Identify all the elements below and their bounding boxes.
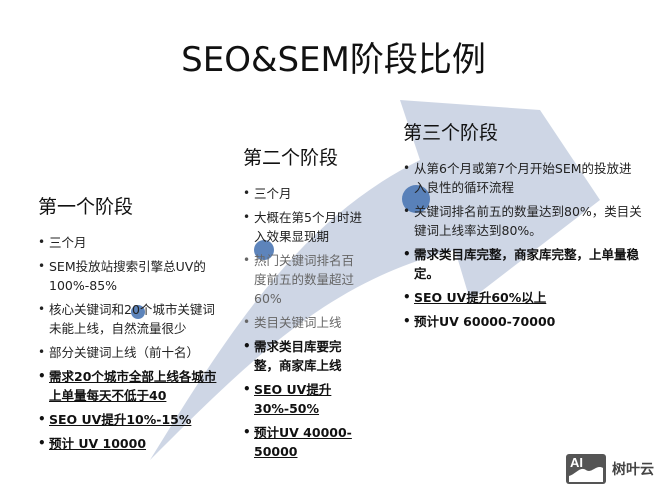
ai-mountain-icon: AI — [566, 454, 606, 484]
stage-2-item: 类目关键词上线 — [243, 313, 363, 332]
stage-2-item: 需求类目库要完整，商家库上线 — [243, 337, 363, 375]
stage-2-item: 三个月 — [243, 184, 363, 203]
stage-2-heading: 第二个阶段 — [243, 147, 339, 169]
stage-3-block: 第三个阶段 从第6个月或第7个月开始SEM的投放进入良性的循环流程 关键词排名前… — [403, 118, 643, 336]
stage-3-item: 关键词排名前五的数量达到80%，类目关键词上线率达到80%。 — [403, 202, 643, 240]
stage-1-item: SEO UV提升10%-15% — [38, 410, 218, 429]
stage-3-heading: 第三个阶段 — [403, 122, 499, 144]
stage-1-item: 三个月 — [38, 233, 218, 252]
stage-1-block: 第一个阶段 三个月 SEM投放站搜索引擎总UV的 100%-85% 核心关键词和… — [38, 192, 218, 458]
slide-title: SEO&SEM阶段比例 — [181, 40, 486, 80]
stage-2-item: 热门关键词排名百度前五的数量超过60% — [243, 251, 363, 308]
stage-1-item: 预计 UV 10000 — [38, 434, 218, 453]
stage-1-item: 部分关键词上线（前十名） — [38, 343, 218, 362]
stage-3-item: 从第6个月或第7个月开始SEM的投放进入良性的循环流程 — [403, 159, 643, 197]
stage-1-item: SEM投放站搜索引擎总UV的 100%-85% — [38, 257, 218, 295]
stage-2-item: 大概在第5个月时进入效果显现期 — [243, 208, 363, 246]
stage-1-item: 需求20个城市全部上线各城市上单量每天不低于40 — [38, 367, 218, 405]
watermark-text: 树叶云 — [612, 462, 654, 478]
stage-3-item: SEO UV提升60%以上 — [403, 288, 643, 307]
stage-2-item: SEO UV提升30%-50% — [243, 380, 363, 418]
stage-2-item: 预计UV 40000-50000 — [243, 423, 363, 461]
stage-2-block: 第二个阶段 三个月 大概在第5个月时进入效果显现期 热门关键词排名百度前五的数量… — [243, 143, 363, 466]
watermark-logo: AI 树叶云 — [566, 454, 654, 484]
stage-1-heading: 第一个阶段 — [38, 196, 134, 218]
stage-3-item: 预计UV 60000-70000 — [403, 312, 643, 331]
stage-1-item: 核心关键词和20个城市关键词未能上线，自然流量很少 — [38, 300, 218, 338]
stage-3-item: 需求类目库完整，商家库完整，上单量稳定。 — [403, 245, 643, 283]
